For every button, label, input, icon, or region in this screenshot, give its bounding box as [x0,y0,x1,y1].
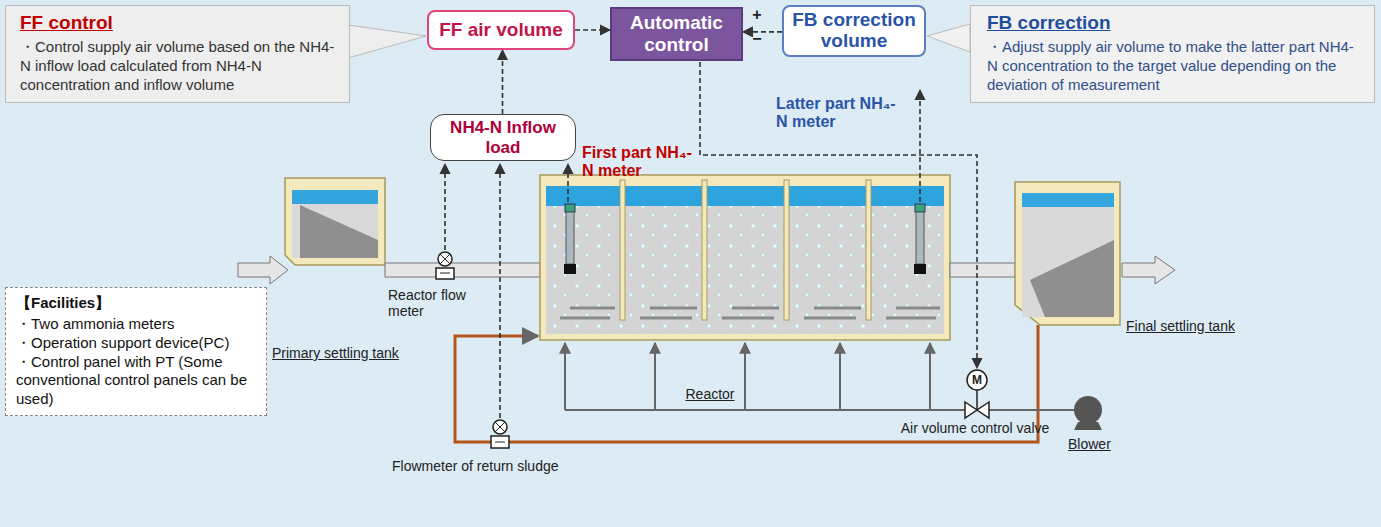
flow-arrow [238,256,288,284]
process-box: FB correction volume [782,5,926,57]
flow-meter-symbol [491,420,509,448]
callout-pointer [927,24,970,52]
node-text: ・Operation support device(PC) [16,334,256,353]
ammonia-meter [914,204,926,274]
node-title: Automatic control [618,12,735,56]
control-box: Automatic control [610,7,743,61]
node-title: FB correction [987,12,1362,34]
part-label: Reactor flow meter [388,287,488,319]
sign-label: + [748,6,766,24]
node-text: ・Adjust supply air volume to make the la… [987,38,1362,94]
node-title: FB correction volume [790,10,918,52]
callout-pointer [348,25,426,58]
part-label: Final settling tank [1126,318,1276,334]
control-valve [965,370,989,418]
meter-label: First part NH₄-N meter [582,144,694,181]
meter-label: Latter part NH₄-N meter [776,95,906,132]
node-title: 【Facilities】 [16,294,256,313]
process-box: FF air volume [427,10,575,50]
node-text: ・Control supply air volume based on the … [20,38,337,94]
blower [1074,396,1102,430]
sign-label: − [748,30,766,48]
signal-arrow [502,50,504,114]
node-text: ・Two ammonia meters [16,315,256,334]
note-box: 【Facilities】・Two ammonia meters・Operatio… [5,287,267,416]
signal-arrow [743,31,782,33]
primary-settling-tank [285,178,540,277]
part-label: Blower [1068,436,1128,452]
part-label: Reactor [680,386,740,402]
flow-arrow [1122,256,1175,284]
callout-box: FF control ・Control supply air volume bas… [5,5,350,103]
final-settling-tank [1015,182,1120,325]
signal-line [445,54,977,418]
part-label: Flowmeter of return sludge [392,458,612,474]
ammonia-meter [564,204,576,274]
reactor-tank [540,175,950,340]
node-title: FF air volume [435,19,567,41]
process-box: NH4-N Inflow load [430,114,576,161]
node-title: NH4-N Inflow load [437,118,569,157]
node-text: ・Control panel with PT (Some conventiona… [16,353,256,409]
part-label: Primary settling tank [272,345,442,361]
node-title: FF control [20,12,337,34]
motor-label: M [969,372,985,388]
signal-arrow [575,29,610,31]
air-pipe [565,343,1075,410]
part-label: Air volume control valve [900,420,1050,436]
callout-box: FB correction ・Adjust supply air volume t… [970,5,1375,103]
flow-meter-symbol [436,252,454,279]
